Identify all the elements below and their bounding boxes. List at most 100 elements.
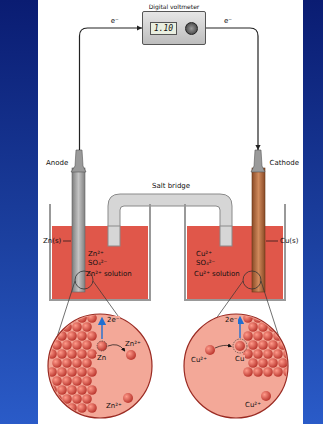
zinc-atom bbox=[77, 367, 87, 377]
copper-atom bbox=[278, 358, 288, 368]
zinc-atom bbox=[57, 403, 67, 413]
zinc-atom bbox=[67, 349, 77, 359]
voltmeter: Digital voltmeter1.10 bbox=[138, 3, 210, 45]
zinc-atom bbox=[52, 358, 62, 368]
zinc-atom bbox=[52, 376, 62, 386]
voltmeter-knob bbox=[185, 22, 198, 35]
copper-atom bbox=[248, 322, 258, 332]
copper-ion bbox=[205, 345, 215, 355]
zinc-atom bbox=[72, 340, 82, 350]
leader-line bbox=[266, 241, 278, 242]
left-beaker bbox=[50, 204, 150, 300]
copper-atom bbox=[263, 349, 273, 359]
zinc-atom bbox=[82, 322, 92, 332]
zinc-atom bbox=[47, 367, 57, 377]
cathode-label: Cathode bbox=[270, 159, 299, 167]
electrode-label: Zn(s) bbox=[43, 237, 61, 245]
zinc-atom bbox=[47, 349, 57, 359]
ion-label: SO₄²⁻ bbox=[196, 259, 215, 267]
zinc-atom bbox=[57, 331, 67, 341]
ion-label: Zn²⁺ bbox=[88, 250, 104, 258]
zinc-atom bbox=[67, 403, 77, 413]
copper-ion bbox=[261, 391, 271, 401]
copper-magnified bbox=[184, 314, 288, 418]
copper-atom bbox=[263, 367, 273, 377]
zinc-atom bbox=[72, 394, 82, 404]
copper-atom bbox=[253, 313, 263, 323]
zinc-atom bbox=[87, 367, 97, 377]
zinc-magnified bbox=[48, 314, 152, 418]
zinc-atom bbox=[77, 313, 87, 323]
zoom-marker bbox=[243, 271, 261, 289]
wire bbox=[80, 25, 143, 150]
voltmeter-title: Digital voltmeter bbox=[138, 3, 210, 10]
copper-atom bbox=[268, 340, 278, 350]
copper-atom bbox=[248, 340, 258, 350]
copper-atom bbox=[273, 331, 283, 341]
zinc-atom bbox=[72, 358, 82, 368]
atom-label: Zn bbox=[96, 354, 107, 362]
zinc-atom bbox=[67, 331, 77, 341]
zinc-atom bbox=[77, 331, 87, 341]
anode-clip bbox=[71, 150, 86, 172]
copper-atom bbox=[253, 367, 263, 377]
leaving-zinc-atom bbox=[97, 341, 107, 351]
electron-label: 2e⁻ bbox=[224, 316, 238, 324]
zinc-atom bbox=[87, 313, 97, 323]
zinc-electrode bbox=[72, 168, 85, 292]
zinc-atom bbox=[67, 367, 77, 377]
copper-atom bbox=[268, 358, 278, 368]
electron-flow-label: e⁻ bbox=[223, 17, 233, 25]
copper-atom bbox=[263, 331, 273, 341]
copper-atom bbox=[243, 313, 253, 323]
copper-atom bbox=[278, 322, 288, 332]
deposited-copper-atom bbox=[235, 341, 245, 351]
cathode-terminal: Cathode bbox=[252, 150, 299, 168]
solution-label: Zn²⁺ solution bbox=[86, 270, 132, 278]
arrowhead bbox=[255, 145, 260, 150]
zinc-atom bbox=[77, 349, 87, 359]
copper-atom bbox=[273, 367, 283, 377]
ion-label: Cu²⁺ bbox=[244, 401, 262, 409]
ion-label: Cu²⁺ bbox=[196, 250, 212, 258]
copper-atom bbox=[283, 349, 293, 359]
zinc-atom bbox=[47, 403, 57, 413]
atom-label: Cu bbox=[234, 355, 245, 363]
solution-label: Cu²⁺ solution bbox=[194, 270, 240, 278]
electron-label: 2e⁻ bbox=[106, 316, 120, 324]
zinc-ion bbox=[123, 393, 133, 403]
copper-atom bbox=[278, 340, 288, 350]
zinc-atom bbox=[62, 322, 72, 332]
zinc-atom bbox=[67, 313, 77, 323]
part-label: Salt bridge bbox=[152, 182, 190, 190]
zinc-atom bbox=[82, 394, 92, 404]
zinc-atom bbox=[47, 313, 57, 323]
copper-atom bbox=[243, 331, 253, 341]
right-beaker bbox=[185, 204, 285, 300]
zinc-lattice bbox=[47, 313, 97, 413]
copper-atom bbox=[258, 322, 268, 332]
ion-arrow bbox=[108, 345, 124, 350]
zinc-ion bbox=[126, 350, 136, 360]
copper-atom bbox=[283, 313, 293, 323]
zinc-atom bbox=[52, 340, 62, 350]
zinc-atom bbox=[47, 331, 57, 341]
ion-label: Zn²⁺ bbox=[124, 340, 142, 348]
electron-arrow bbox=[101, 321, 102, 339]
zinc-atom bbox=[62, 394, 72, 404]
zinc-atom bbox=[57, 313, 67, 323]
zinc-atom bbox=[72, 376, 82, 386]
copper-atom bbox=[258, 340, 268, 350]
copper-atom bbox=[263, 313, 273, 323]
zinc-atom bbox=[57, 385, 67, 395]
zinc-atom bbox=[57, 349, 67, 359]
electrode-label: Cu(s) bbox=[280, 237, 298, 245]
copper-atom bbox=[268, 322, 278, 332]
copper-lattice bbox=[243, 313, 293, 377]
copper-atom bbox=[248, 358, 258, 368]
anode-label: Anode bbox=[46, 159, 68, 167]
copper-atom bbox=[283, 331, 293, 341]
copper-atom bbox=[258, 358, 268, 368]
copper-atom bbox=[253, 349, 263, 359]
